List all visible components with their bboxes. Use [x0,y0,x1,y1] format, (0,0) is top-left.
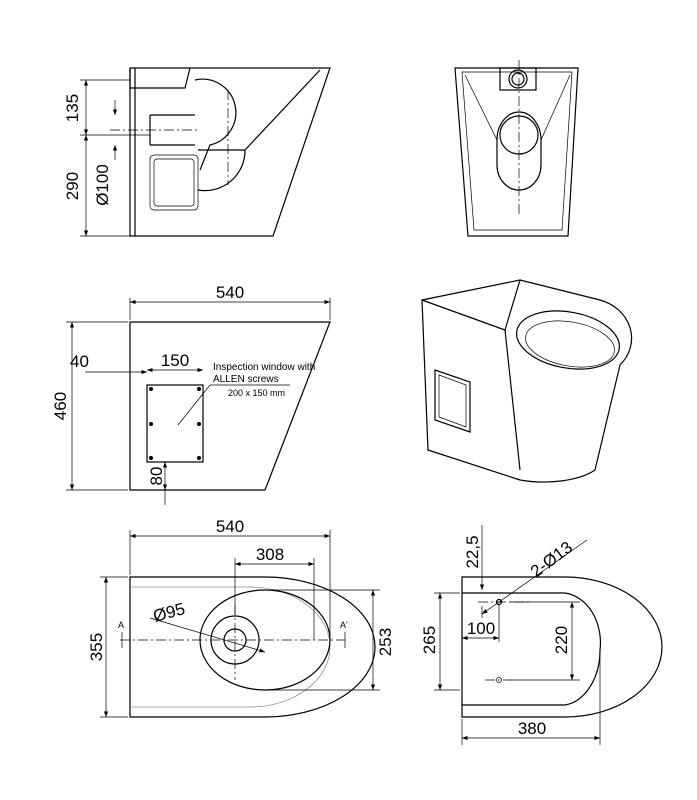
dim-220: 220 [552,626,571,654]
section-marker-a: A [118,620,124,630]
inspection-note-line2: ALLEN screws [213,374,279,385]
side-section-view: 135 290 Ø100 [63,67,331,237]
dim-2-holes-13: 2-Ø13 [527,538,576,582]
dim-265: 265 [420,626,439,654]
dim-diameter-95: Ø95 [151,599,187,626]
side-elevation-view: 540 460 40 150 80 Inspection window with… [51,283,331,505]
dim-290: 290 [63,172,82,200]
dim-100: 100 [467,619,495,638]
dim-40: 40 [70,352,89,371]
top-view: 540 308 Ø95 355 253 A A' [87,517,395,718]
dim-135: 135 [63,94,82,122]
dim-150: 150 [161,351,189,370]
dim-80: 80 [147,467,166,486]
dim-540-top: 540 [216,517,244,536]
inspection-note-line1: Inspection window with [213,362,315,373]
dim-22-5: 22,5 [463,535,482,568]
dim-diameter-100: Ø100 [93,164,112,206]
dim-380: 380 [518,719,546,738]
dim-308: 308 [256,545,284,564]
section-marker-a-prime: A' [340,620,348,630]
front-view [454,60,579,237]
inspection-note-line3: 200 x 150 mm [228,388,285,398]
fixing-view: 22,5 2-Ø13 265 100 220 380 [420,525,663,745]
dim-540-side: 540 [216,283,244,302]
dim-253: 253 [376,628,395,656]
dim-460: 460 [51,392,70,420]
dim-355: 355 [87,633,106,661]
isometric-view [421,279,633,483]
